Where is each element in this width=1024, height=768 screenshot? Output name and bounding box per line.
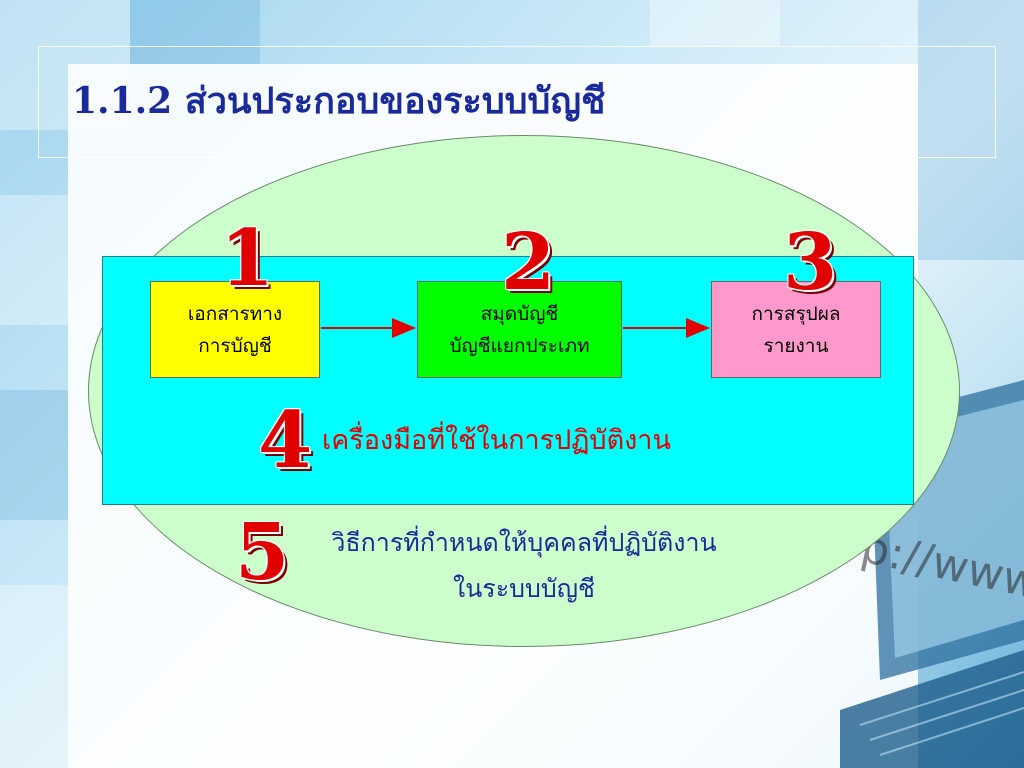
- step-label-line1: เอกสารทาง: [187, 302, 283, 325]
- step-label-line2: การบัญชี: [198, 334, 272, 357]
- step-label-line1: การสรุปผล: [751, 302, 841, 325]
- number-3: 3: [783, 217, 838, 308]
- step-account-books: สมุดบัญชี บัญชีแยกประเภท: [417, 281, 622, 378]
- step-reporting: การสรุปผล รายงาน: [711, 281, 881, 378]
- step-label-line2: รายงาน: [763, 334, 829, 357]
- procedures-line1: วิธีการที่กำหนดให้บุคคลที่ปฏิบัติงาน: [331, 528, 717, 557]
- tools-label: เครื่องมือที่ใช้ในการปฏิบัติงาน: [322, 425, 671, 456]
- number-4: 4: [258, 395, 313, 486]
- number-1: 1: [220, 213, 275, 304]
- step-label-line2: บัญชีแยกประเภท: [449, 334, 590, 357]
- procedures-label: วิธีการที่กำหนดให้บุคคลที่ปฏิบัติงาน ในร…: [284, 520, 764, 612]
- step-label-line1: สมุดบัญชี: [480, 302, 559, 325]
- number-5: 5: [235, 507, 290, 598]
- slide-title: 1.1.2 ส่วนประกอบของระบบบัญชี: [72, 80, 606, 122]
- step-accounting-documents: เอกสารทาง การบัญชี: [150, 281, 320, 378]
- procedures-line2: ในระบบบัญชี: [452, 574, 596, 603]
- number-2: 2: [501, 217, 556, 308]
